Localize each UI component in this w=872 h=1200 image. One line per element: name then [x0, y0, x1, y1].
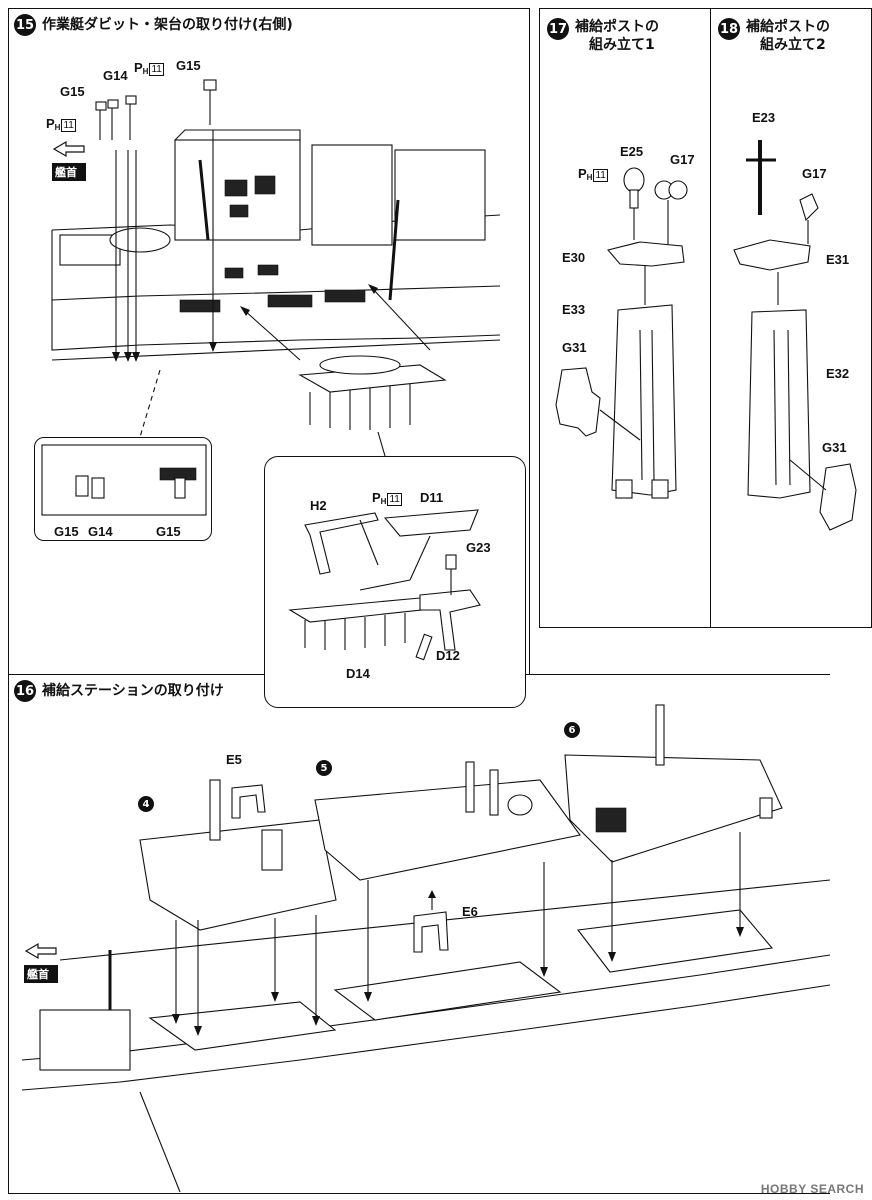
- label-g15-b: G15: [176, 58, 201, 73]
- step-15-number: 15: [14, 14, 36, 36]
- inset-boat-stand: [264, 456, 526, 708]
- step16-art: [21, 704, 831, 1193]
- label-g31-a: G31: [562, 340, 587, 355]
- label-e25: E25: [620, 144, 644, 159]
- step-15-title: 作業艇ダビット・架台の取り付け(右側): [42, 17, 293, 33]
- label-e6: E6: [462, 904, 478, 919]
- inset1-art: [41, 444, 207, 516]
- bow-label: 艦首: [24, 965, 58, 983]
- label-g17-b: G17: [802, 166, 827, 181]
- label-g23: G23: [466, 540, 491, 555]
- label-e30: E30: [562, 250, 586, 265]
- step-18-header: 18 補給ポストの 組み立て2: [718, 18, 830, 54]
- label-e31: E31: [826, 252, 850, 267]
- label-e32: E32: [826, 366, 850, 381]
- label-e5: E5: [226, 752, 242, 767]
- inset2-art: [288, 509, 481, 661]
- step-16-number: 16: [14, 680, 36, 702]
- bow-marker-step16: 艦首: [24, 942, 58, 983]
- step-17-number: 17: [547, 18, 569, 40]
- step-18-number: 18: [718, 18, 740, 40]
- inset-label-g15-b: G15: [156, 524, 181, 539]
- label-g31-b: G31: [822, 440, 847, 455]
- step17-art: [555, 167, 688, 499]
- label-h2: H2: [310, 498, 327, 513]
- label-g15-a: G15: [60, 84, 85, 99]
- bow-arrow-icon: [52, 140, 85, 158]
- bow-marker-step15: 艦首: [52, 140, 86, 181]
- subassembly-4-marker: 4: [138, 796, 154, 812]
- step15-boat-stand: [298, 355, 447, 457]
- subassembly-6-marker: 6: [564, 722, 580, 738]
- label-g14: G14: [103, 68, 128, 83]
- step-18-title: 補給ポストの 組み立て2: [746, 19, 830, 53]
- label-d11: D11: [420, 490, 444, 505]
- step-16-title: 補給ステーションの取り付け: [42, 683, 224, 699]
- inset-label-g15-a: G15: [54, 524, 79, 539]
- step18-art: [733, 140, 857, 531]
- label-d12: D12: [436, 648, 460, 663]
- step-16-header: 16 補給ステーションの取り付け: [14, 680, 224, 702]
- label-e33: E33: [562, 302, 586, 317]
- label-g17-a: G17: [670, 152, 695, 167]
- bow-arrow-icon: [24, 942, 57, 960]
- bow-label: 艦首: [52, 163, 86, 181]
- step-17-header: 17 補給ポストの 組み立て1: [547, 18, 659, 54]
- step-15-header: 15 作業艇ダビット・架台の取り付け(右側): [14, 14, 293, 36]
- step15-part-arrows: [95, 79, 431, 362]
- subassembly-5-marker: 5: [316, 760, 332, 776]
- label-e23: E23: [752, 110, 776, 125]
- inset-label-g14: G14: [88, 524, 113, 539]
- watermark: HOBBY SEARCH: [760, 1182, 864, 1196]
- step15-ship-hull: [51, 129, 501, 438]
- step-17-title: 補給ポストの 組み立て1: [575, 19, 659, 53]
- label-d14: D14: [346, 666, 370, 681]
